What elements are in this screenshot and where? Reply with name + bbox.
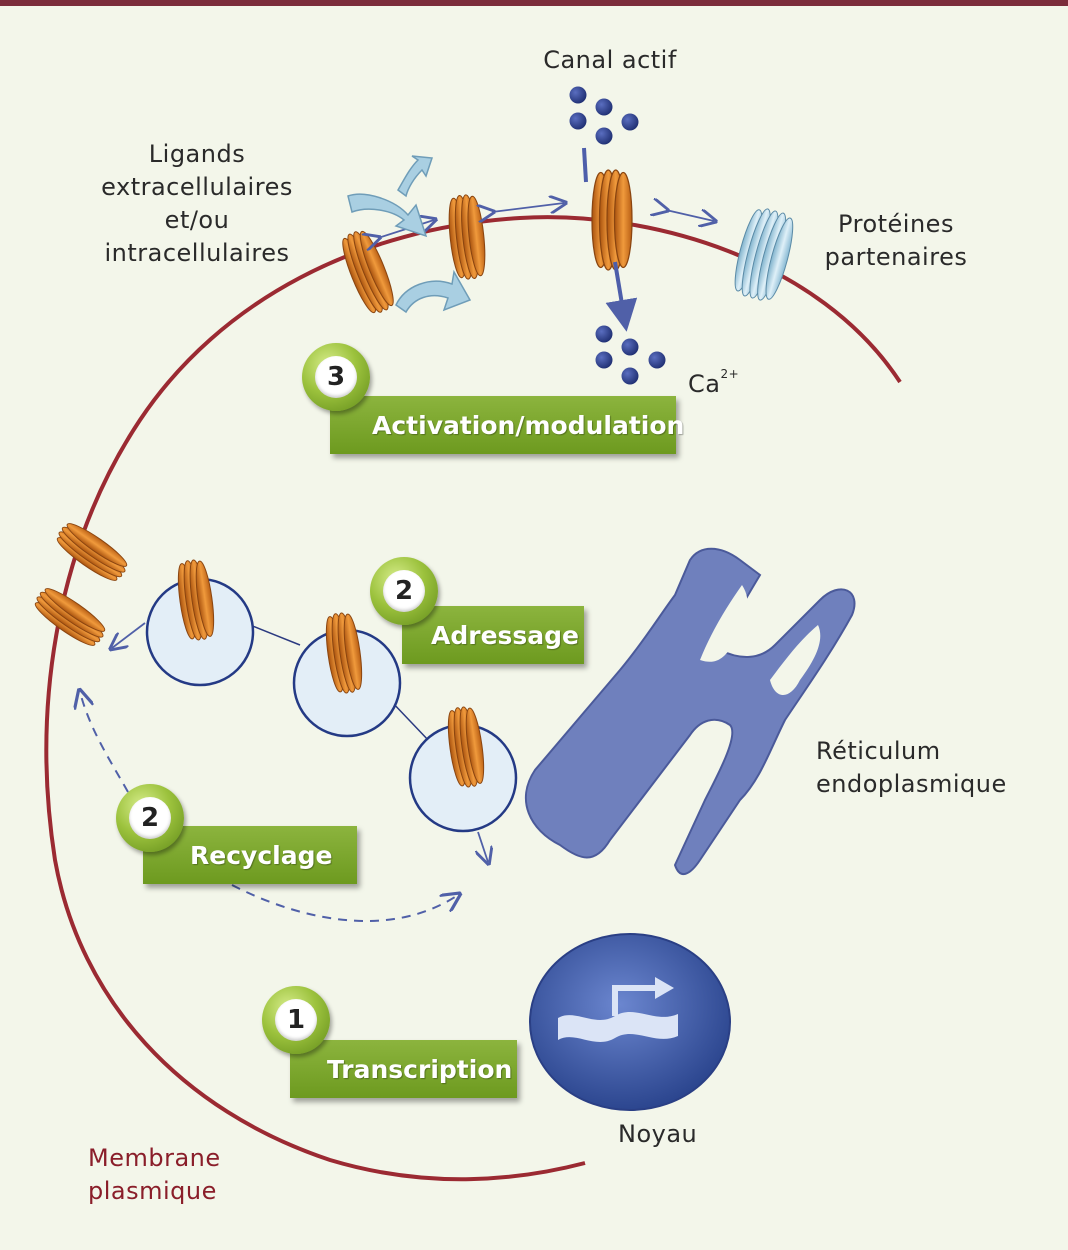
interaction-arrow-3: [666, 210, 714, 221]
step-3-badge: 3: [302, 343, 370, 411]
step-2-recyclage-badge: 2: [116, 784, 184, 852]
ligand-channel-right: [445, 192, 489, 282]
step-1-number: 1: [275, 999, 317, 1041]
step-transcription-label: Transcription: [327, 1054, 513, 1084]
partner-protein: [734, 208, 794, 301]
ligand-arrow-extracellular-2: [397, 155, 434, 198]
vesicle-to-er-arrow: [478, 831, 488, 862]
step-2-adressage-number: 2: [383, 570, 425, 612]
ca-ions-intracellular: [595, 325, 666, 385]
top-bar: [0, 0, 1068, 6]
step-recyclage-label: Recyclage: [190, 840, 333, 870]
endoplasmic-reticulum: [525, 547, 856, 875]
step-3-number: 3: [315, 356, 357, 398]
step-adressage-label: Adressage: [431, 620, 580, 650]
proteines-partenaires-label: Protéines partenaires: [824, 210, 968, 271]
membrane-plasmique-label: Membrane plasmique: [88, 1144, 221, 1205]
recycling-path-up: [80, 692, 129, 793]
channel-gate: [582, 147, 588, 183]
ca-influx-arrow: [605, 261, 638, 332]
adressage-arrow: [112, 622, 146, 648]
er-lumen-1: [700, 585, 748, 662]
dna-strand-icon: [558, 1012, 678, 1042]
step-2-adressage-badge: 2: [370, 557, 438, 625]
calcium-ion-label: Ca2+: [688, 367, 740, 398]
step-activation-label: Activation/modulation: [372, 410, 685, 440]
plasma-membrane: [44, 215, 902, 1182]
step-2-recyclage-number: 2: [129, 797, 171, 839]
noyau-label: Noyau: [618, 1120, 698, 1148]
transcription-arrow-icon: [612, 985, 660, 1016]
recycling-path-er: [231, 884, 458, 922]
step-transcription-box: Transcription: [290, 1040, 517, 1098]
step-activation-box: Activation/modulation: [330, 396, 684, 454]
membrane-channel-upper: [51, 517, 133, 587]
active-channel: [591, 169, 633, 271]
ligand-arrow-intracellular: [395, 269, 472, 314]
step-1-badge: 1: [262, 986, 330, 1054]
reticulum-label: Réticulum endoplasmique: [816, 737, 1007, 798]
canal-actif-label: Canal actif: [543, 46, 677, 74]
interaction-arrow-2: [492, 203, 564, 212]
ca-ions-extracellular: [569, 86, 639, 145]
ligands-label: Ligands extracellulaires et/ou intracell…: [101, 140, 293, 267]
step-adressage-box: Adressage: [402, 606, 584, 664]
er-lumen-2: [770, 625, 821, 695]
membrane-channel-lower: [29, 582, 111, 652]
ligand-arrow-extracellular: [347, 193, 428, 238]
